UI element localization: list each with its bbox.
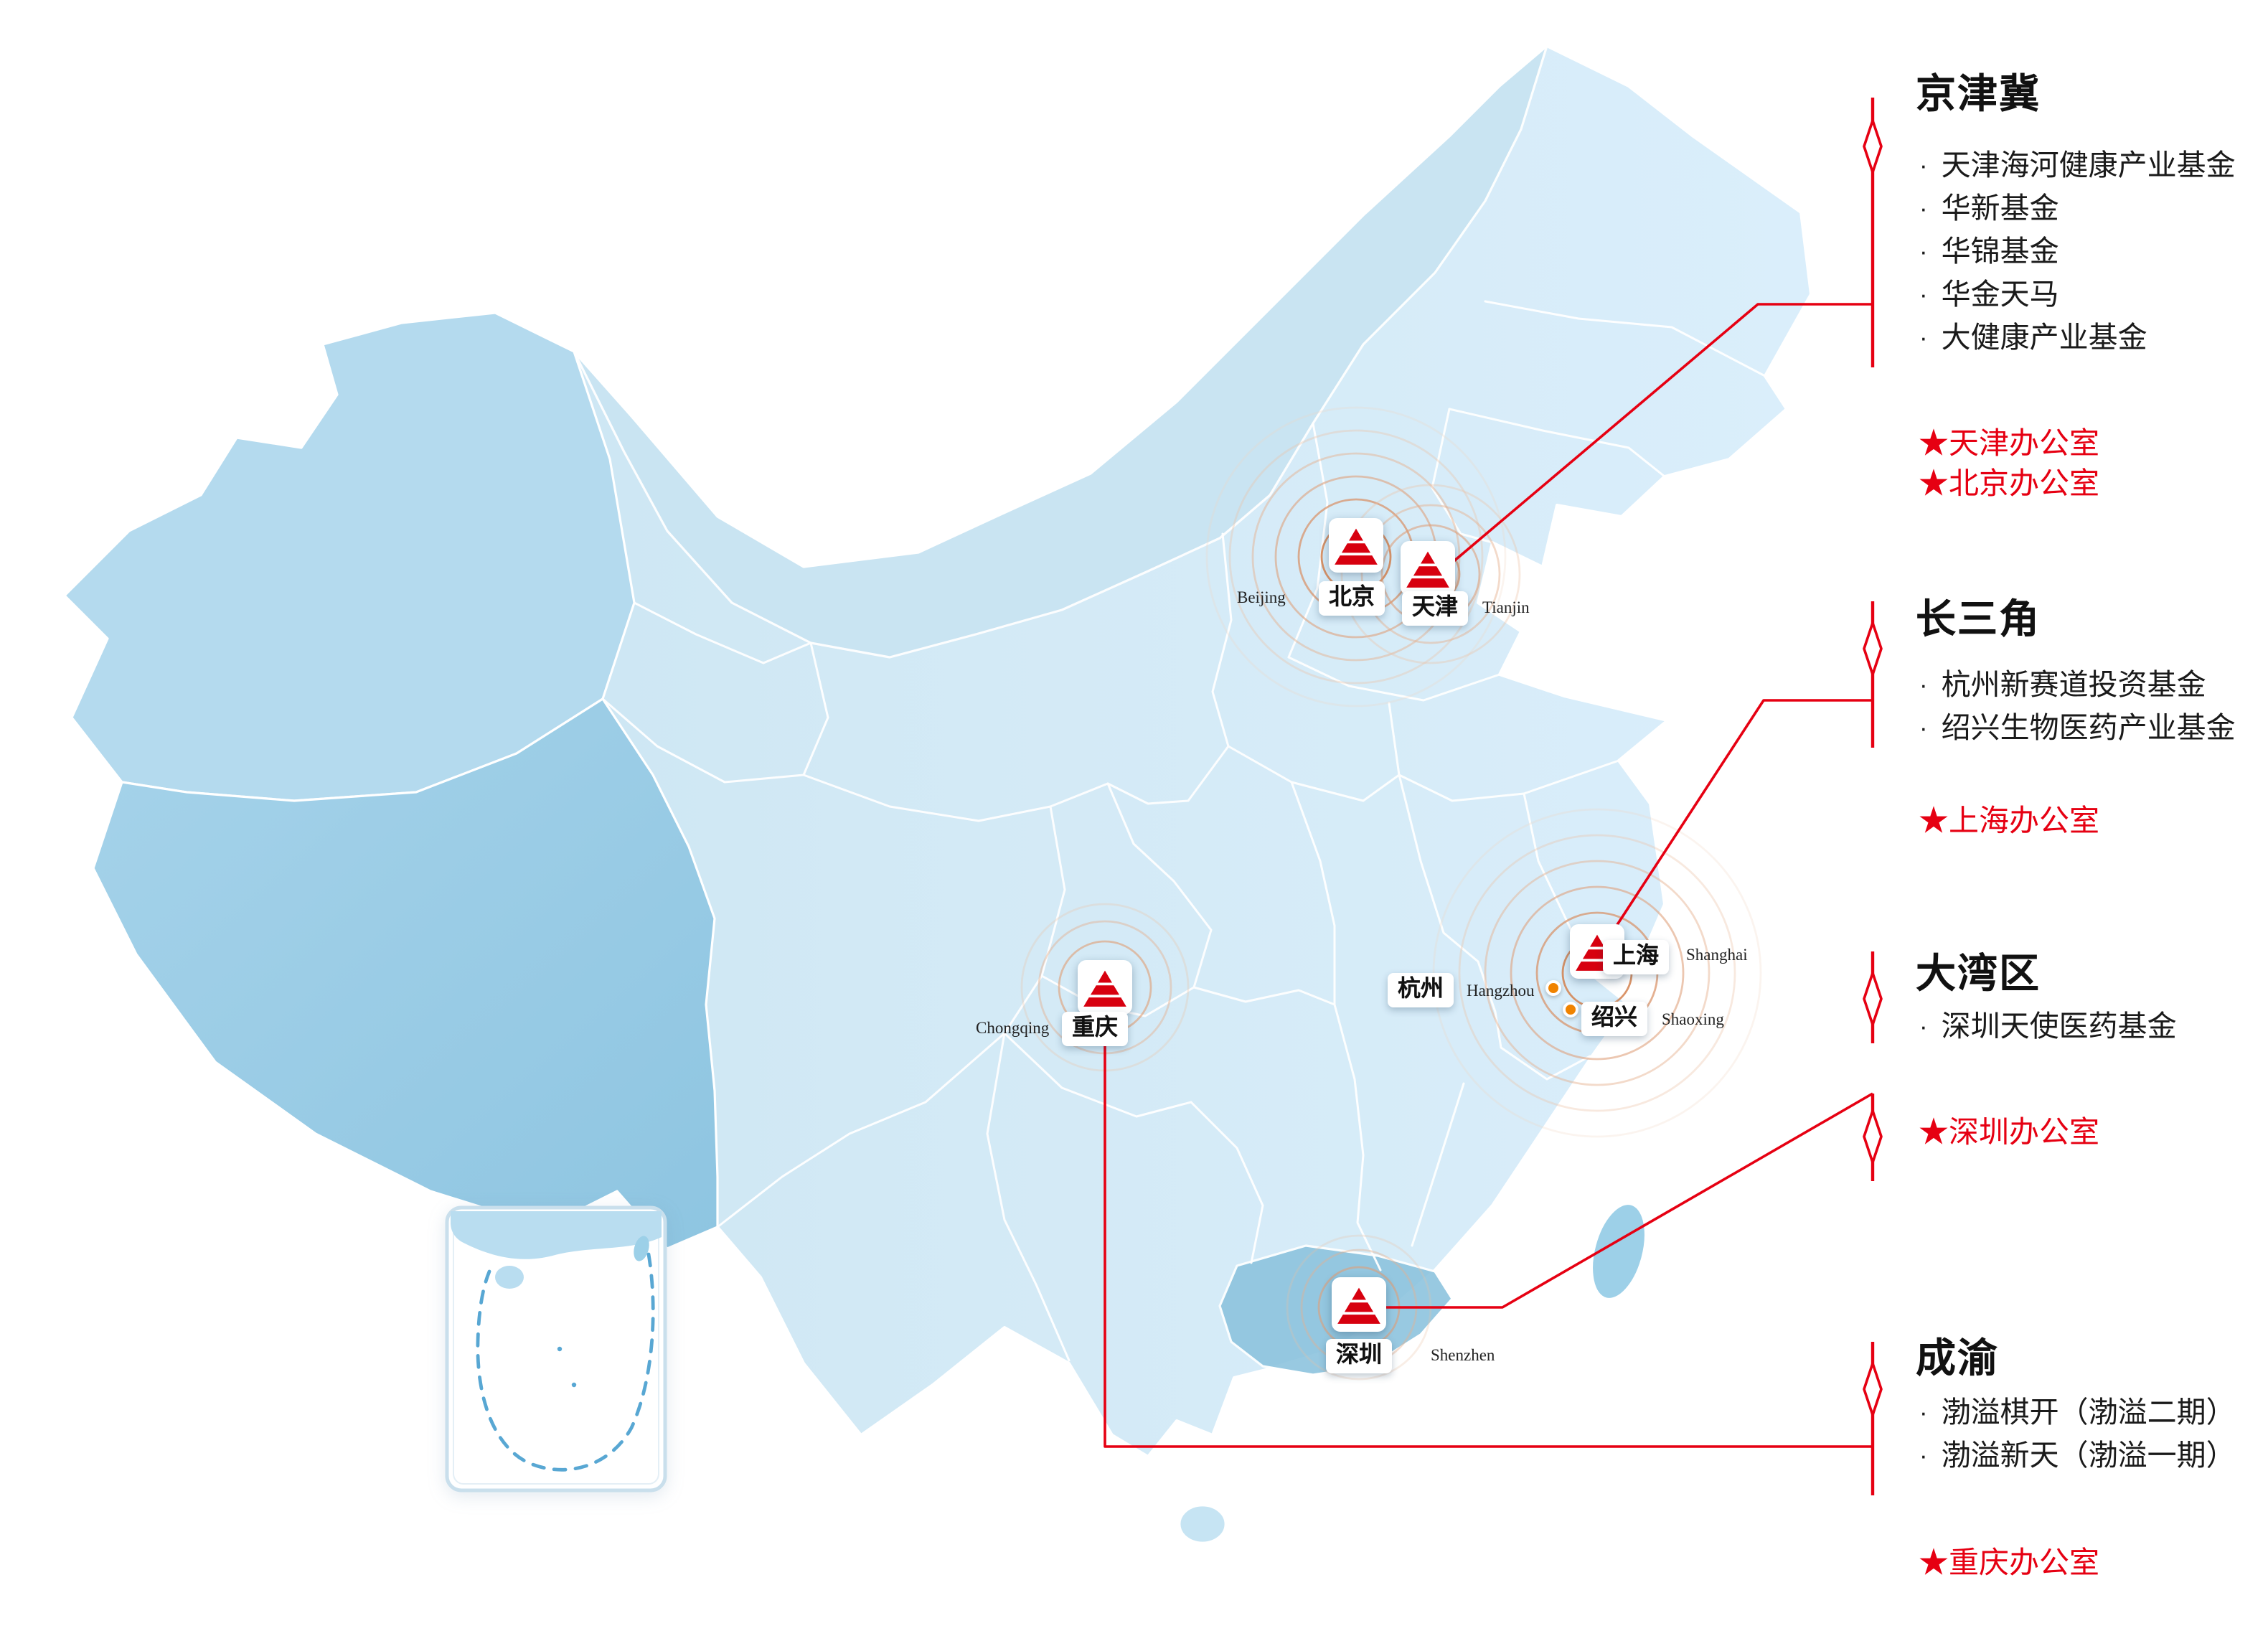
city-en-chongqing: Chongqing: [976, 1020, 1050, 1038]
region-taiwan: [1591, 1203, 1647, 1300]
region-panel-changsanjiao: 长三角 · 杭州新赛道投资基金 · 绍兴生物医药产业基金 ★上海办公室: [1916, 588, 2268, 838]
bullet: ·: [1919, 194, 1928, 223]
fund-name: 杭州新赛道投资基金: [1941, 669, 2206, 702]
region-title: 成渝: [1916, 1336, 2000, 1381]
office-label: ★深圳办公室: [1919, 1116, 2099, 1150]
company-logo-icon: [1337, 1287, 1380, 1323]
region-title: 大湾区: [1916, 951, 2041, 996]
fund-item: · 绍兴生物医药产业基金: [1919, 707, 2236, 751]
fund-item: · 渤溢棋开（渤溢二期）: [1919, 1392, 2236, 1435]
inset-islet: [571, 1382, 577, 1388]
bullet: ·: [1919, 1442, 1928, 1470]
office-label: ★上海办公室: [1919, 805, 2099, 838]
marker-shaoxing-dot: [1563, 1002, 1578, 1017]
region-tibet: [92, 697, 719, 1250]
connector-dawanqu: [1386, 1092, 1873, 1309]
fund-list: · 杭州新赛道投资基金 · 绍兴生物医药产业基金: [1919, 664, 2236, 751]
region-title: 京津冀: [1916, 72, 2041, 116]
fund-name: 绍兴生物医药产业基金: [1941, 712, 2236, 745]
fund-name: 渤溢新天（渤溢一期）: [1941, 1439, 2236, 1472]
fund-name: 华金天马: [1941, 278, 2059, 311]
office-list: ★天津办公室 ★北京办公室: [1919, 425, 2099, 505]
fund-name: 天津海河健康产业基金: [1941, 149, 2236, 182]
fund-item: · 华金天马: [1919, 274, 2236, 317]
office-label: ★天津办公室: [1919, 428, 2099, 461]
panel-rule-diamonds: [1863, 119, 1883, 1416]
bullet: ·: [1919, 671, 1928, 700]
inset-islet: [557, 1346, 563, 1352]
marker-shenzhen: [1332, 1277, 1386, 1332]
city-en-shenzhen: Shenzhen: [1431, 1348, 1495, 1365]
marker-tianjin: [1401, 541, 1455, 596]
inset-coastline: [451, 1211, 662, 1259]
bullet: ·: [1919, 324, 1928, 352]
fund-name: 大健康产业基金: [1941, 321, 2147, 354]
company-logo-icon: [1335, 527, 1378, 564]
region-inner-mongolia: [573, 44, 1548, 659]
region-panel-chengyu: 成渝 · 渤溢棋开（渤溢二期） · 渤溢新天（渤溢一期） ★重庆办公室: [1916, 1327, 2268, 1580]
region-panel-jingjinji: 京津冀 · 天津海河健康产业基金 · 华新基金 · 华锦基金 · 华金天马 · 大健康产业…: [1916, 63, 2268, 501]
nine-dash-line: [476, 1252, 655, 1472]
city-label-chongqing: 重庆: [1062, 1012, 1129, 1046]
marker-hangzhou-dot: [1545, 980, 1561, 996]
office-label: ★北京办公室: [1919, 468, 2099, 501]
bullet: ·: [1919, 238, 1928, 266]
company-logo-icon: [1083, 969, 1126, 1006]
city-label-shanghai: 上海: [1603, 940, 1670, 974]
connector-jingjinji: [1451, 303, 1873, 564]
company-logo-icon: [1406, 550, 1449, 587]
connector-lines: [1104, 303, 1873, 1448]
fund-item: · 大健康产业基金: [1919, 317, 2236, 360]
fund-item: · 深圳天使医药基金: [1919, 1006, 2177, 1049]
marker-beijing: [1329, 518, 1383, 573]
city-label-beijing: 北京: [1319, 581, 1385, 616]
fund-list: · 天津海河健康产业基金 · 华新基金 · 华锦基金 · 华金天马 · 大健康产业基金: [1919, 145, 2236, 360]
fund-item: · 华锦基金: [1919, 231, 2236, 274]
region-panel-dawanqu: 大湾区 · 深圳天使医药基金 ★深圳办公室: [1916, 943, 2268, 1150]
region-xinjiang: [63, 311, 636, 802]
marker-chongqing: [1078, 960, 1132, 1015]
connector-changsanjiao: [1609, 699, 1873, 936]
fund-item: · 杭州新赛道投资基金: [1919, 664, 2236, 707]
city-label-hangzhou: 杭州: [1388, 973, 1454, 1007]
bullet: ·: [1919, 151, 1928, 180]
bullet: ·: [1919, 1398, 1928, 1427]
bullet: ·: [1919, 281, 1928, 309]
inset-taiwan: [634, 1236, 649, 1261]
connector-chengyu: [1104, 1012, 1873, 1448]
fund-name: 华锦基金: [1941, 235, 2059, 268]
region-title: 长三角: [1916, 597, 2041, 641]
city-en-hangzhou: Hangzhou: [1467, 983, 1535, 1000]
inset-hainan: [495, 1266, 524, 1289]
city-label-shaoxing: 绍兴: [1581, 1002, 1648, 1036]
fund-name: 渤溢棋开（渤溢二期）: [1941, 1396, 2236, 1429]
fund-name: 华新基金: [1941, 192, 2059, 225]
south-china-sea-inset: [445, 1205, 667, 1492]
bullet: ·: [1919, 1012, 1928, 1041]
city-en-beijing: Beijing: [1237, 590, 1286, 607]
city-label-tianjin: 天津: [1402, 591, 1469, 626]
city-en-shanghai: Shanghai: [1686, 947, 1748, 964]
region-hainan: [1178, 1504, 1227, 1544]
office-label: ★重庆办公室: [1919, 1547, 2099, 1580]
city-en-shaoxing: Shaoxing: [1662, 1012, 1724, 1029]
office-list: ★重庆办公室: [1919, 1544, 2099, 1584]
south-china-sea-map: [445, 1205, 667, 1492]
fund-name: 深圳天使医药基金: [1941, 1010, 2177, 1043]
fund-list: · 深圳天使医药基金: [1919, 1006, 2177, 1049]
fund-item: · 渤溢新天（渤溢一期）: [1919, 1435, 2236, 1478]
province-borders: [601, 300, 1766, 1362]
fund-list: · 渤溢棋开（渤溢二期） · 渤溢新天（渤溢一期）: [1919, 1392, 2236, 1478]
city-label-shenzhen: 深圳: [1326, 1339, 1393, 1373]
office-list: ★上海办公室: [1919, 802, 2099, 842]
city-en-tianjin: Tianjin: [1482, 600, 1530, 617]
bullet: ·: [1919, 714, 1928, 743]
fund-item: · 天津海河健康产业基金: [1919, 145, 2236, 188]
office-list: ★深圳办公室: [1919, 1114, 2099, 1154]
fund-item: · 华新基金: [1919, 188, 2236, 231]
